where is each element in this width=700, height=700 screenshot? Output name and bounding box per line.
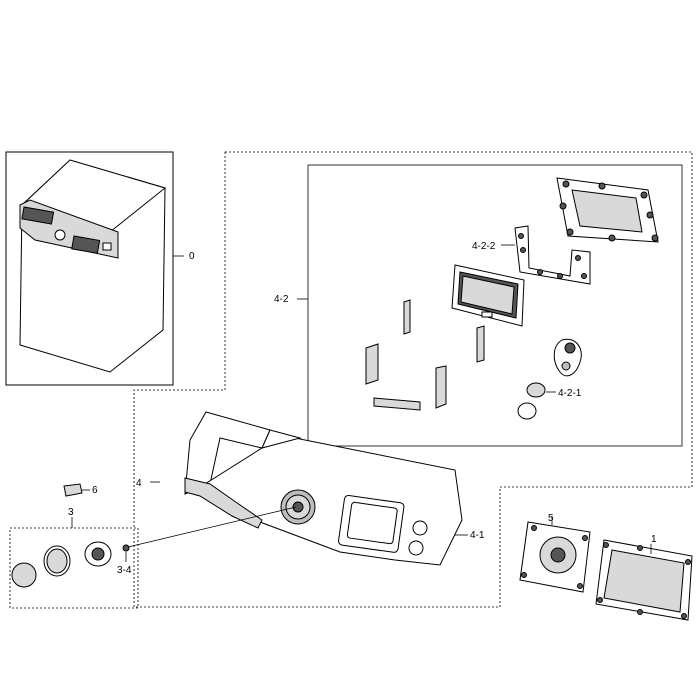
button-bar xyxy=(373,397,421,411)
washer-cabinet-illustration xyxy=(19,159,167,373)
assembly-4-boundary xyxy=(133,151,693,608)
callout-4-2-2: 4-2-2 xyxy=(472,241,496,252)
control-panel-4-1 xyxy=(184,411,463,566)
assembly-3-knob: 3 3-4 xyxy=(9,507,139,609)
assembly-4-2-box: 4-2 4-2-2 xyxy=(274,164,683,447)
callout-4-1: 4-1 xyxy=(470,530,485,541)
button-key-a xyxy=(403,299,411,335)
callout-3: 3 xyxy=(68,507,74,518)
part-5-encoder-board xyxy=(519,521,591,593)
callout-5: 5 xyxy=(548,513,554,524)
display-pcb-frame xyxy=(556,177,659,243)
callout-0: 0 xyxy=(189,251,195,262)
part-1-main-pcb xyxy=(595,539,693,621)
callout-4-2: 4-2 xyxy=(274,294,289,305)
button-key-d xyxy=(435,365,447,409)
knob-cap-4-2-1 xyxy=(526,382,546,398)
callout-6: 6 xyxy=(92,485,98,496)
callout-4: 4 xyxy=(136,478,142,489)
display-window xyxy=(451,264,525,327)
button-key-c xyxy=(365,343,379,385)
knob-bracket xyxy=(553,338,582,377)
callout-4-2-1: 4-2-1 xyxy=(558,388,582,399)
assembly-0-box: 0 xyxy=(5,151,195,386)
knob-cap-lower xyxy=(517,402,537,420)
callout-1: 1 xyxy=(651,534,657,545)
jog-dial-ring xyxy=(280,489,316,525)
leader-knob-to-panel xyxy=(127,506,297,548)
button-key-b xyxy=(476,325,485,363)
button-strip-4-2-2 xyxy=(514,225,591,285)
callout-3-4: 3-4 xyxy=(117,565,132,576)
part-6-clip xyxy=(63,483,83,497)
